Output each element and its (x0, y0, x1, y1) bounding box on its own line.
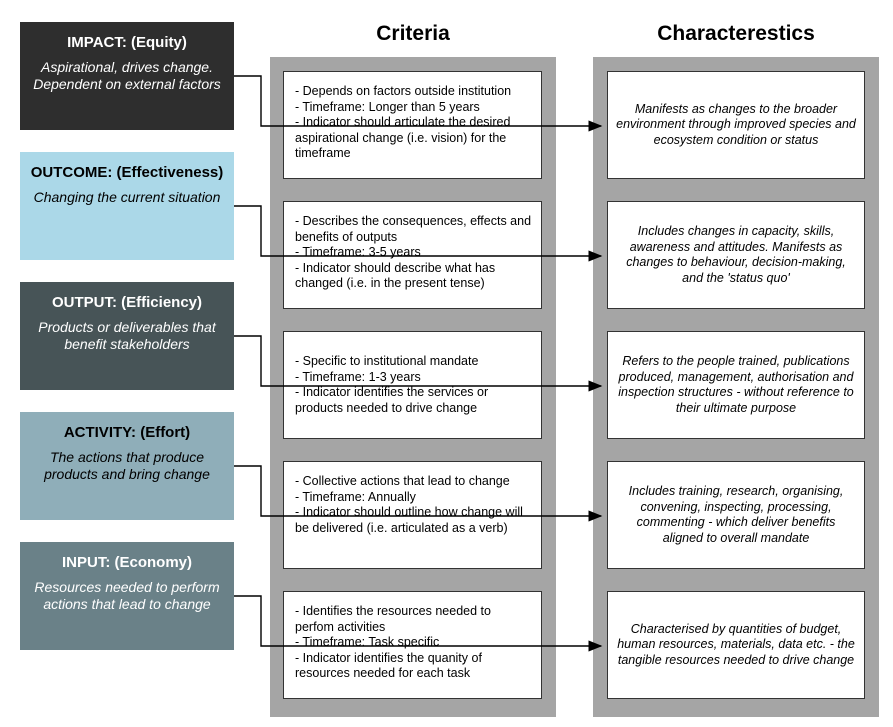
level-activity-description: The actions that produce products and br… (44, 449, 210, 482)
characteristics-box-outcome: Includes changes in capacity, skills, aw… (607, 201, 865, 309)
level-outcome-description: Changing the current situation (33, 189, 221, 205)
criteria-line: - Timeframe: Longer than 5 years (295, 99, 480, 114)
level-input-description: Resources needed to perform actions that… (34, 579, 220, 612)
criteria-box-output: - Specific to institutional mandate - Ti… (283, 331, 542, 439)
level-input-box: INPUT: (Economy) Resources needed to per… (20, 542, 234, 650)
level-activity-box: ACTIVITY: (Effort) The actions that prod… (20, 412, 234, 520)
criteria-line: - Timeframe: Annually (295, 489, 416, 504)
criteria-line: - Identifies the resources needed to per… (295, 604, 491, 634)
criteria-line: - Collective actions that lead to change (295, 474, 510, 488)
criteria-box-activity: - Collective actions that lead to change… (283, 461, 542, 569)
criteria-column-header: Criteria (376, 22, 450, 45)
characteristics-text: Manifests as changes to the broader envi… (616, 101, 856, 147)
level-input-title: INPUT: (Economy) (61, 554, 192, 571)
level-outcome-box: OUTCOME: (Effectiveness) Changing the cu… (20, 152, 234, 260)
level-impact-box: IMPACT: (Equity) Aspirational, drives ch… (20, 22, 234, 130)
characteristics-box-impact: Manifests as changes to the broader envi… (607, 71, 865, 179)
level-impact-title: IMPACT: (Equity) (67, 34, 187, 51)
characteristics-text: Refers to the people trained, publicatio… (618, 354, 854, 415)
level-output-box: OUTPUT: (Efficiency) Products or deliver… (20, 282, 234, 390)
characteristics-text: Includes changes in capacity, skills, aw… (626, 224, 846, 285)
criteria-box-input: - Identifies the resources needed to per… (283, 591, 542, 699)
level-impact-description: Aspirational, drives change. Dependent o… (33, 59, 221, 92)
criteria-line: - Depends on factors outside institution (295, 84, 512, 98)
characteristics-box-activity: Includes training, research, organising,… (607, 461, 865, 569)
criteria-line: - Timeframe: 1-3 years (295, 369, 421, 384)
criteria-box-outcome: - Describes the consequences, effects an… (283, 201, 542, 309)
connector-arrow-outcome (234, 205, 603, 262)
level-output-description: Products or deliverables that benefit st… (38, 319, 216, 352)
criteria-line: - Indicator identifies the quanity of re… (295, 650, 482, 681)
connector-arrow-output (234, 335, 603, 392)
characteristics-column-header: Characterestics (657, 22, 815, 45)
criteria-line: - Indicator should describe what has cha… (295, 260, 496, 291)
criteria-line: - Indicator identifies the services or p… (295, 385, 489, 415)
level-outcome-title: OUTCOME: (Effectiveness) (30, 164, 224, 181)
characteristics-text: Characterised by quantities of budget, h… (617, 621, 855, 667)
connector-arrow-impact (234, 75, 603, 132)
level-output-title: OUTPUT: (Efficiency) (51, 294, 202, 311)
level-activity-title: ACTIVITY: (Effort) (63, 424, 191, 441)
characteristics-box-input: Characterised by quantities of budget, h… (607, 591, 865, 699)
criteria-line: - Describes the consequences, effects an… (295, 214, 532, 244)
characteristics-box-output: Refers to the people trained, publicatio… (607, 331, 865, 439)
connector-arrow-input (234, 595, 603, 652)
connector-arrow-activity (234, 465, 603, 522)
characteristics-text: Includes training, research, organising,… (628, 484, 844, 545)
criteria-line: - Specific to institutional mandate (295, 354, 479, 368)
